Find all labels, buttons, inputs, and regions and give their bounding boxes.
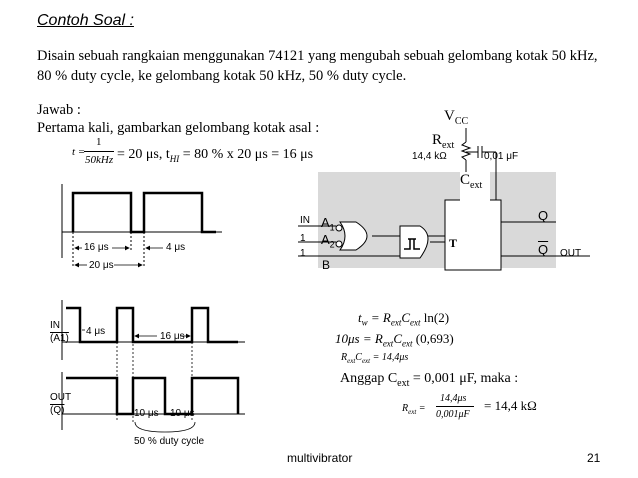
wave1-low-label: 4 μs [166, 242, 186, 253]
wave2-in-label: IN [50, 320, 60, 331]
assumption-line: Anggap Cext = 0,001 μF, maka : [340, 371, 519, 389]
final-result: = 14,4 kΩ [484, 398, 537, 413]
circuit-in-label: IN [300, 215, 310, 226]
vcc-label: VCC [444, 108, 469, 127]
wave1-period-label: 20 μs [89, 260, 114, 271]
pin-1b-label: 1 [300, 248, 306, 259]
formula-lhs: t = [72, 146, 86, 158]
final-fraction-bar [436, 406, 474, 407]
wave2-out-axis [61, 372, 245, 430]
formula-numerator: 1 [96, 136, 102, 148]
wave2-duty-label: 50 % duty cycle [134, 436, 205, 447]
out-label: OUT [560, 248, 582, 259]
answer-intro: Pertama kali, gambarkan gelombang kotak … [37, 120, 320, 136]
formula-result: = 20 μs, tHI = 80 % x 20 μs = 16 μs [117, 147, 314, 164]
equation-2: 10μs = RextCext (0,693) [335, 331, 454, 349]
b-label: B [322, 258, 331, 272]
wave1-axis [61, 184, 222, 258]
cext-value: 0,01 μF [484, 151, 519, 162]
wave1-high-label: 16 μs [84, 242, 109, 253]
final-numerator: 14,4μs [440, 393, 467, 404]
equation-3: RextCext = 14,4μs [341, 352, 409, 365]
pin-1a-label: 1 [300, 233, 306, 244]
a2-label: A2 [321, 232, 335, 250]
wave2-in-sub-label: (A1) [50, 333, 69, 344]
wave2-out-sub-label: (Q) [50, 405, 65, 416]
question-line-1: Disain sebuah rangkaian menggunakan 7412… [37, 48, 598, 64]
question-line-2: 80 % duty cycle, ke gelombang kotak 50 k… [37, 68, 407, 84]
q-label: Q [538, 208, 549, 223]
rext-value: 14,4 kΩ [412, 151, 447, 162]
wave2-out-square [66, 376, 240, 416]
formula-denominator: 50kHz [85, 154, 114, 166]
cext-block [460, 172, 490, 202]
wave1-square [71, 191, 216, 234]
rext-label: Rext [432, 132, 455, 151]
cext-label: Cext [460, 172, 483, 191]
t-label: T [449, 236, 458, 250]
a1-label: A1 [321, 215, 335, 233]
answer-label: Jawab : [37, 102, 81, 118]
wave2-out-label: OUT [50, 392, 72, 403]
wave2-in-axis [61, 300, 245, 360]
page-number: 21 [587, 451, 601, 465]
wave2-low-label: 4 μs [86, 326, 106, 337]
formula-fraction-bar [84, 151, 114, 152]
wave2-high-label: 16 μs [160, 331, 185, 342]
final-lhs: Rext = [402, 403, 426, 416]
wave2-in-square [66, 306, 238, 344]
schmitt-icon [404, 238, 420, 250]
qbar-label: Q [538, 242, 549, 257]
ic-background [318, 172, 556, 268]
footer-label: multivibrator [287, 451, 353, 465]
final-denominator: 0,001μF [436, 409, 470, 420]
ic-74121-box [444, 199, 502, 271]
nand-gate [339, 221, 368, 251]
equation-1: tw = RextCext ln(2) [358, 310, 450, 328]
wave1-dims [72, 232, 145, 268]
slide-title: Contoh Soal : [37, 12, 134, 29]
